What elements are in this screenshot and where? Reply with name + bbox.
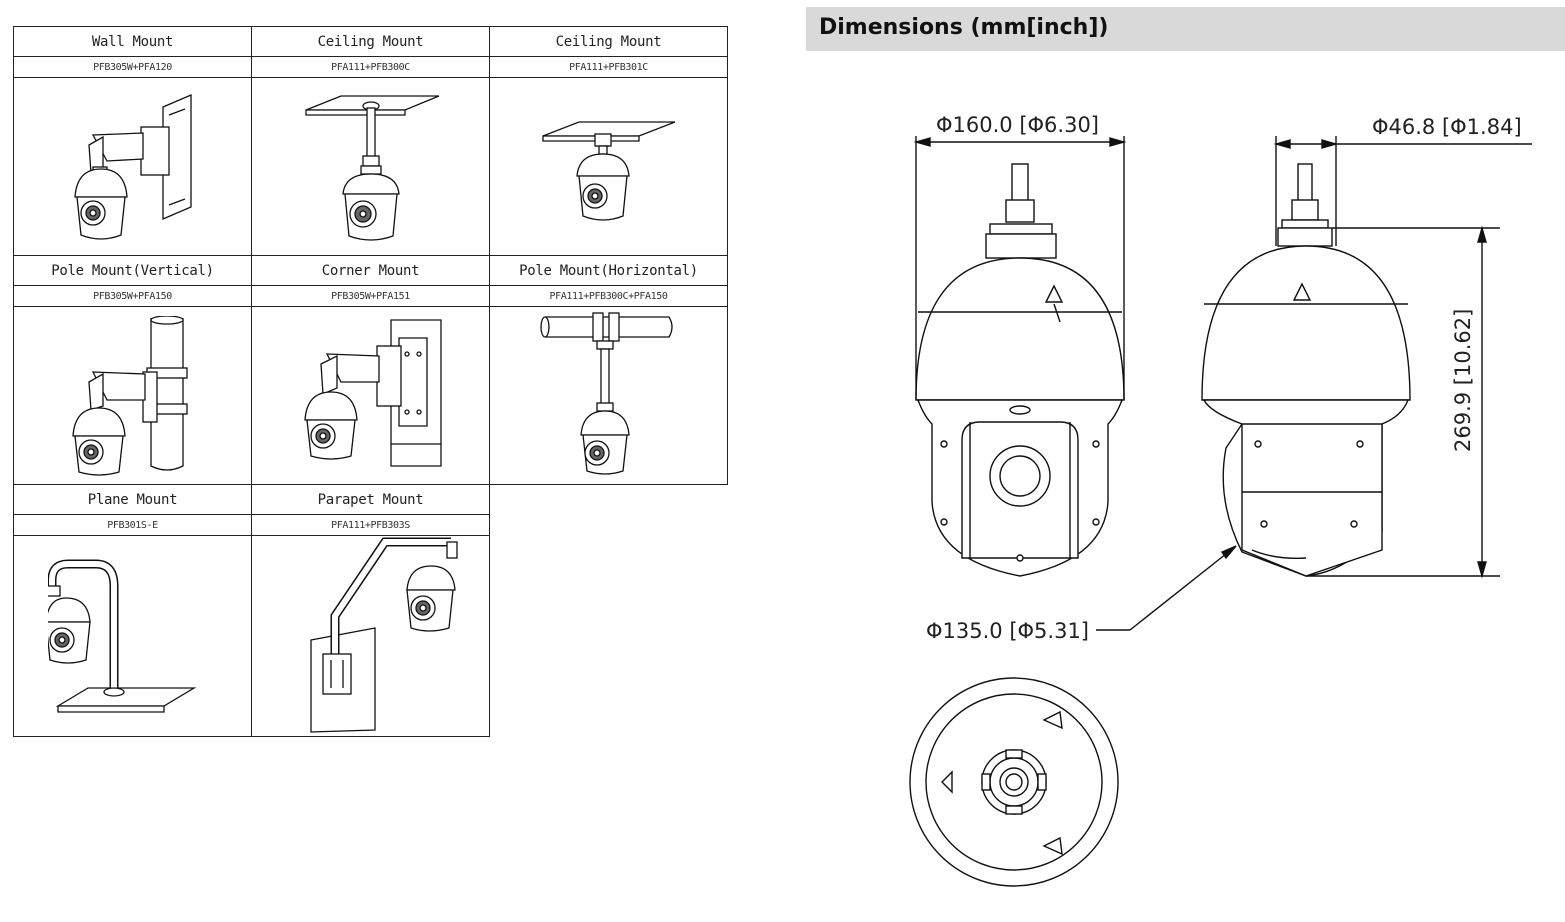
- mount-name: Pole Mount(Horizontal): [489, 255, 728, 286]
- height-label: 269.9 [10.62]: [1451, 309, 1475, 452]
- side-view-drawing: [1096, 136, 1532, 631]
- front-view-drawing: [913, 136, 1127, 577]
- mount-code: PFA111+PFB300C+PFA150: [489, 285, 728, 307]
- dimension-drawing: Φ160.0 [Φ6.30] Φ46.8 [Φ1.84] 269.9 [10.6…: [909, 113, 1532, 887]
- mount-name: Pole Mount(Vertical): [13, 255, 252, 286]
- wall-mount-drawing: [73, 93, 192, 240]
- mount-name: Corner Mount: [251, 255, 490, 286]
- mount-code: PFA111+PFB301C: [489, 56, 728, 78]
- mount-name: Ceiling Mount: [489, 26, 728, 57]
- pole-mount-horizontal-drawing: [539, 311, 673, 475]
- mount-code: PFA111+PFB300C: [251, 56, 490, 78]
- pole-mount-horizontal-cell: [489, 306, 728, 485]
- ceiling-mount-drawing: [304, 94, 439, 241]
- mount-name: Ceiling Mount: [251, 26, 490, 57]
- parapet-mount-cell: [251, 535, 490, 737]
- wall-mount-cell: [13, 77, 252, 256]
- mount-name: Parapet Mount: [251, 484, 490, 515]
- mount-name: Wall Mount: [13, 26, 252, 57]
- mount-code: PFB301S-E: [13, 514, 252, 536]
- ceiling-mount-cell: [251, 77, 490, 256]
- bottom-view-drawing: [909, 677, 1119, 887]
- plane-mount-cell: [13, 535, 252, 737]
- pole-mount-vertical-drawing: [71, 315, 188, 476]
- parapet-mount-drawing: [309, 537, 458, 733]
- dimensions-header: Dimensions (mm[inch]): [806, 7, 1565, 51]
- ceiling-mount-cell: [489, 77, 728, 256]
- mount-code: PFB305W+PFA150: [13, 285, 252, 307]
- pole-mount-vertical-cell: [13, 306, 252, 485]
- mount-code: PFA111+PFB303S: [251, 514, 490, 536]
- ceiling-mount-drawing: [541, 120, 675, 221]
- mount-code: PFB305W+PFA120: [13, 56, 252, 78]
- top-diameter-label: Φ46.8 [Φ1.84]: [1372, 115, 1522, 139]
- mount-name: Plane Mount: [13, 484, 252, 515]
- corner-mount-drawing: [303, 318, 442, 467]
- plane-mount-drawing: [47, 559, 196, 713]
- lower-diameter-label: Φ135.0 [Φ5.31]: [926, 619, 1089, 643]
- mount-options-table: Wall Mount Ceiling Mount Ceiling Mount P…: [13, 26, 728, 737]
- corner-mount-cell: [251, 306, 490, 485]
- mount-code: PFB305W+PFA151: [251, 285, 490, 307]
- outer-diameter-label: Φ160.0 [Φ6.30]: [936, 113, 1099, 137]
- dimensions-title: Dimensions (mm[inch]): [819, 15, 1109, 40]
